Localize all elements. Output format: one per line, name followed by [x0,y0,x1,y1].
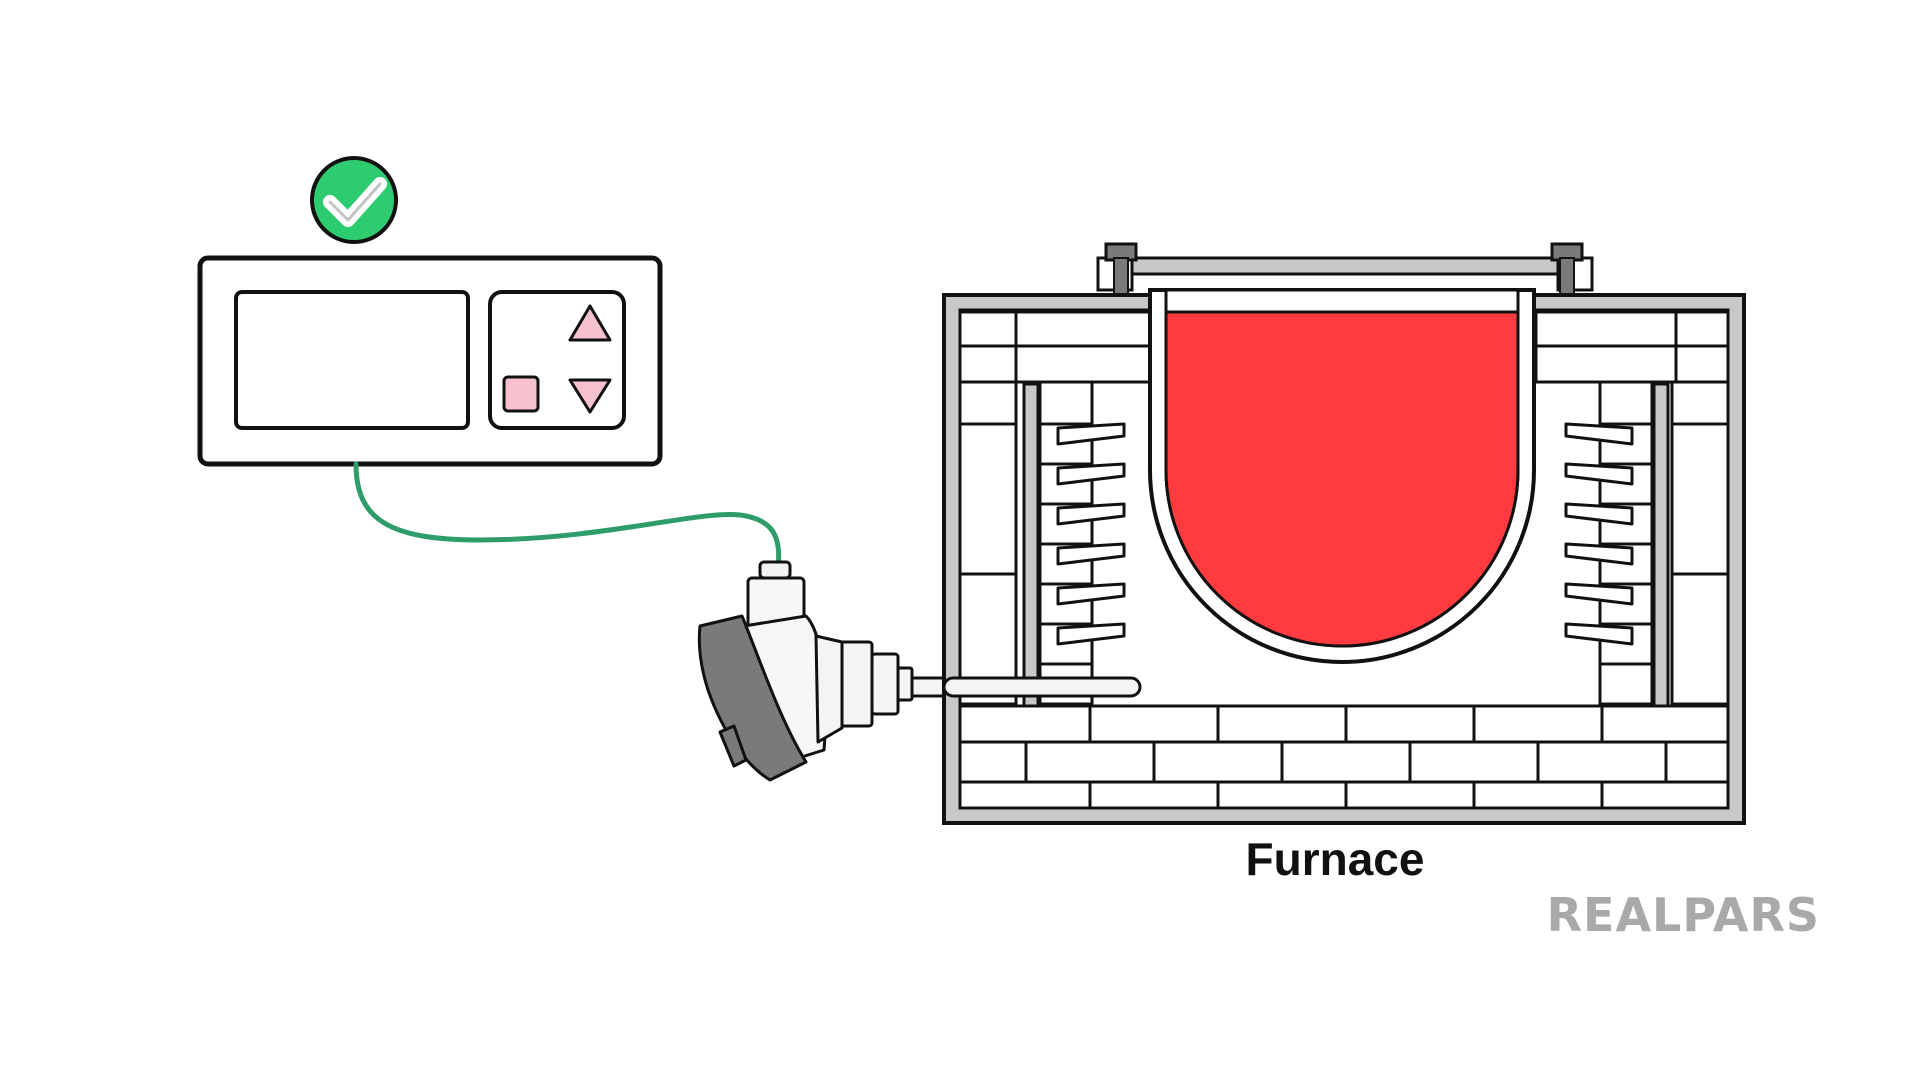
crucible [1148,288,1536,664]
controller-display [234,290,470,430]
right-heating-coil [1564,422,1634,646]
set-button[interactable] [502,375,540,413]
check-circle-icon [310,156,398,244]
signal-cable [353,461,782,573]
furnace-label: Furnace [1245,833,1425,885]
left-heating-coil [1056,422,1126,646]
brand-logo: REALPARS [1546,888,1820,942]
down-arrow-button[interactable] [568,378,612,414]
thermocouple-head-cover [697,614,808,782]
furnace [942,242,1746,825]
up-arrow-button[interactable] [568,304,612,342]
furnace-lid-bar [1100,256,1586,276]
molten-metal [1164,310,1520,648]
temperature-controller [197,255,663,467]
thermocouple-probe-inner [942,676,1142,698]
furnace-floor-bricks [958,704,1730,810]
